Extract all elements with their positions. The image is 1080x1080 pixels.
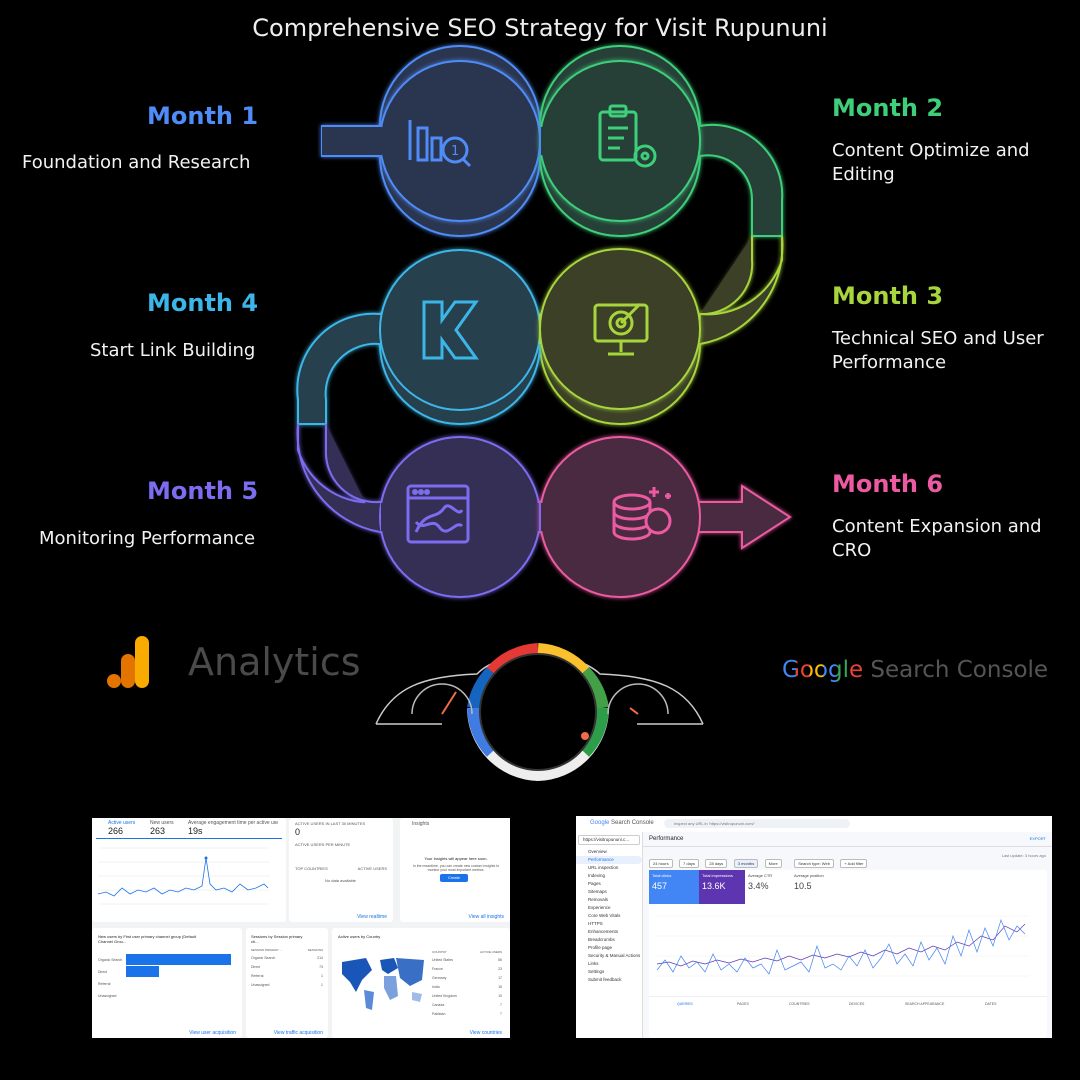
ga-users-line-chart <box>97 847 270 905</box>
ga-insights-card: Insights Your Insights will appear here … <box>400 818 510 922</box>
gsc-sidebar: https://visitrupununi.c... Overview Perf… <box>576 832 643 1038</box>
gsc-last-update: Last update: 3 hours ago <box>1001 853 1046 858</box>
gsc-performance-chart <box>656 915 1029 977</box>
google-wordmark: Google <box>782 657 864 683</box>
nav-pages[interactable]: Pages <box>588 881 601 886</box>
nav-settings[interactable]: Settings <box>588 969 605 974</box>
node-month-3 <box>539 248 701 410</box>
ga-realtime-card: ACTIVE USERS IN LAST 30 MINUTES 0 ACTIVE… <box>289 818 393 922</box>
nav-experience: Experience <box>588 905 611 910</box>
month-4-description: Start Link Building <box>90 340 256 361</box>
gsc-property-selector[interactable]: https://visitrupununi.c... <box>578 835 640 845</box>
tab-pages[interactable]: PAGES <box>737 1002 749 1006</box>
google-analytics-logo <box>107 636 149 688</box>
nav-links[interactable]: Links <box>588 961 599 966</box>
tab-search-appearance[interactable]: SEARCH APPEARANCE <box>905 1002 945 1006</box>
month-1-label: Month 1 <box>147 102 259 130</box>
nav-profile-page[interactable]: Profile page <box>588 945 613 950</box>
tab-queries[interactable]: QUERIES <box>677 1002 693 1006</box>
backlink-icon <box>422 300 479 360</box>
gsc-filter-bar: 24 hours 7 days 28 days 3 months More Se… <box>649 852 869 870</box>
speedometer-gauge <box>375 643 704 782</box>
tab-devices[interactable]: DEVICES <box>849 1002 865 1006</box>
ga-country-card: Active users by Country COUNTRY ACTIVE U… <box>332 928 510 1038</box>
ga-sessions-card: Sessions by Session primary ch... SESSIO… <box>246 928 328 1038</box>
view-countries-link[interactable]: View countries <box>469 1030 502 1036</box>
month-2-description: Content Optimize and Editing <box>832 140 1030 185</box>
monitor-target-icon <box>593 302 649 356</box>
search-console-wordmark: Search Console <box>870 657 1049 683</box>
gsc-dimension-tabs: QUERIES PAGES COUNTRIES DEVICES SEARCH A… <box>649 996 1047 1011</box>
nav-core-web-vitals[interactable]: Core Web Vitals <box>588 913 621 918</box>
gsc-page-title: Performance <box>649 836 684 842</box>
nav-performance[interactable]: Performance <box>576 856 642 864</box>
gsc-export-button[interactable]: EXPORT <box>1029 836 1046 841</box>
month-1-description: Foundation and Research <box>22 152 251 173</box>
month-6-description: Content Expansion and CRO <box>832 516 1042 561</box>
diagram-title: Comprehensive SEO Strategy for Visit Rup… <box>252 14 828 42</box>
filter-24-hours[interactable]: 24 hours <box>649 859 673 868</box>
ga-world-map <box>342 958 424 1010</box>
analytics-wordmark: Analytics <box>188 640 361 684</box>
nav-security[interactable]: Security & Manual Actions <box>588 953 641 958</box>
view-insights-link[interactable]: View all insights <box>468 914 504 920</box>
ga-engagement-time: 19s <box>188 826 203 836</box>
month-3-description: Technical SEO and User Performance <box>832 328 1044 373</box>
nav-url-inspection[interactable]: URL inspection <box>588 865 619 870</box>
node-month-2 <box>539 60 701 222</box>
tab-countries[interactable]: COUNTRIES <box>789 1002 810 1006</box>
ga-overview-card: Active users 266 New users 263 Average e… <box>92 818 286 922</box>
tab-dates[interactable]: DATES <box>985 1002 997 1006</box>
nav-https[interactable]: HTTPS <box>588 921 603 926</box>
gsc-url-inspect-input[interactable]: Inspect any URL in 'https://visitrupunun… <box>664 819 850 828</box>
ga-realtime-value: 0 <box>295 827 301 837</box>
nav-breadcrumbs[interactable]: Breadcrumbs <box>588 937 615 942</box>
month-2-label: Month 2 <box>832 94 944 122</box>
nav-enhancements: Enhancements <box>588 929 619 934</box>
ga-new-users: 263 <box>150 826 166 836</box>
nav-removals[interactable]: Removals <box>588 897 609 902</box>
node-month-1 <box>379 60 541 222</box>
nav-overview[interactable]: Overview <box>588 849 607 854</box>
nav-sitemaps[interactable]: Sitemaps <box>588 889 607 894</box>
view-user-acquisition-link[interactable]: View user acquisition <box>189 1030 236 1036</box>
month-3-label: Month 3 <box>832 282 944 310</box>
filter-7-days[interactable]: 7 days <box>679 859 699 868</box>
svg-text:1: 1 <box>451 144 459 159</box>
database-sparkle-icon <box>612 487 672 541</box>
month-4-label: Month 4 <box>147 289 259 317</box>
month-6-label: Month 6 <box>832 470 944 498</box>
gsc-main: Performance EXPORT 24 hours 7 days 28 da… <box>643 832 1052 1038</box>
clipboard-gear-icon <box>598 104 657 168</box>
google-analytics-screenshot: Active users 266 New users 263 Average e… <box>92 818 510 1038</box>
search-type-filter[interactable]: Search type: Web <box>794 859 834 868</box>
ga-active-users: 266 <box>108 826 124 836</box>
create-insight-button[interactable]: Create <box>440 874 468 882</box>
dashboard-icon <box>406 484 470 544</box>
filter-more[interactable]: More <box>764 859 782 868</box>
month-5-description: Monitoring Performance <box>39 528 256 549</box>
segment-month-4 <box>296 249 541 425</box>
roadmap-path: 1 <box>296 45 792 598</box>
gsc-top-bar: Google Search Console Inspect any URL in… <box>576 816 1052 833</box>
ga-acquisition-card: New users by First user primary channel … <box>92 928 242 1038</box>
filter-3-months[interactable]: 3 months <box>733 859 759 868</box>
view-traffic-acquisition-link[interactable]: View traffic acquisition <box>273 1030 323 1036</box>
chart-search-icon: 1 <box>408 120 472 168</box>
view-realtime-link[interactable]: View realtime <box>357 914 387 920</box>
nav-submit-feedback[interactable]: Submit feedback <box>588 977 622 982</box>
month-5-label: Month 5 <box>147 477 259 505</box>
search-console-logo: Google Search Console <box>782 657 1048 683</box>
add-filter-button[interactable]: + Add filter <box>840 859 868 868</box>
nav-indexing: Indexing <box>588 873 606 878</box>
filter-28-days[interactable]: 28 days <box>705 859 728 868</box>
search-console-screenshot: Google Search Console Inspect any URL in… <box>576 816 1052 1038</box>
segment-month-5 <box>296 423 541 598</box>
